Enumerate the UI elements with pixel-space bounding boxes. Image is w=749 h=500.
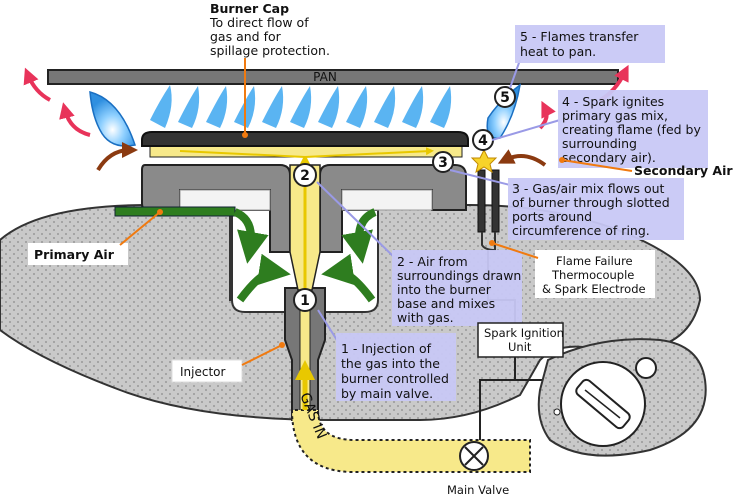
spark-ignition-label: Spark Ignition Unit: [484, 326, 568, 354]
thermocouple-electrode: [470, 148, 500, 252]
callout-text-1: 1 - Injection of the gas into the burner…: [341, 341, 453, 401]
burner-cap: [141, 131, 469, 147]
callout-text-4: 4 - Spark ignites primary gas mix, creat…: [562, 94, 705, 165]
flame-failure-label: Flame Failure Thermocouple & Spark Elect…: [542, 254, 646, 296]
main-valve: [459, 441, 489, 471]
heat-arrow-left-1: [23, 67, 51, 102]
flame-failure-label-bg: [535, 250, 655, 298]
svg-text:1: 1: [300, 293, 310, 309]
burner-cap-title: Burner Cap: [210, 1, 289, 16]
svg-text:2: 2: [300, 168, 310, 184]
callout-box-5: [515, 25, 665, 63]
primary-air-label-bg: [28, 243, 128, 265]
svg-text:4: 4: [478, 133, 488, 149]
callout-text-3: 3 - Gas/air mix flows out of burner thro…: [512, 181, 674, 238]
injector-label: Injector: [180, 365, 226, 379]
callout-box-4: [558, 90, 708, 168]
step-marker-1: 1: [293, 288, 317, 312]
secondary-air-label: Secondary Air: [634, 163, 733, 178]
step-marker-5: 5: [494, 86, 516, 108]
step-marker-3: 3: [432, 151, 454, 173]
step-marker-4: 4: [472, 129, 494, 151]
heat-arrow-left-2: [59, 102, 91, 137]
pan-label: PAN: [313, 70, 337, 84]
control-knob-panel: [537, 338, 707, 457]
callout-box-2: [392, 250, 522, 326]
callout-box-3: [508, 178, 684, 240]
svg-text:3: 3: [438, 155, 448, 171]
primary-air-label: Primary Air: [34, 247, 115, 262]
secondary-air-arrow-right: [497, 149, 547, 167]
callout-box-1: [336, 333, 456, 401]
svg-text:5: 5: [500, 90, 510, 106]
step-marker-2: 2: [293, 163, 317, 187]
burner-inner-right: [341, 189, 433, 211]
spark-ignition-unit: [477, 322, 564, 358]
main-valve-label: Main Valve: [447, 483, 509, 497]
injector-label-bg: [171, 359, 243, 383]
callout-text-2: 2 - Air from surroundings drawn into the…: [397, 254, 525, 325]
secondary-air-arrow-left: [96, 142, 138, 172]
callout-connectors: [316, 59, 561, 346]
callout-text-5: 5 - Flames transfer heat to pan.: [520, 29, 642, 59]
burner-cap-desc: To direct flow of gas and for spillage p…: [209, 15, 330, 58]
